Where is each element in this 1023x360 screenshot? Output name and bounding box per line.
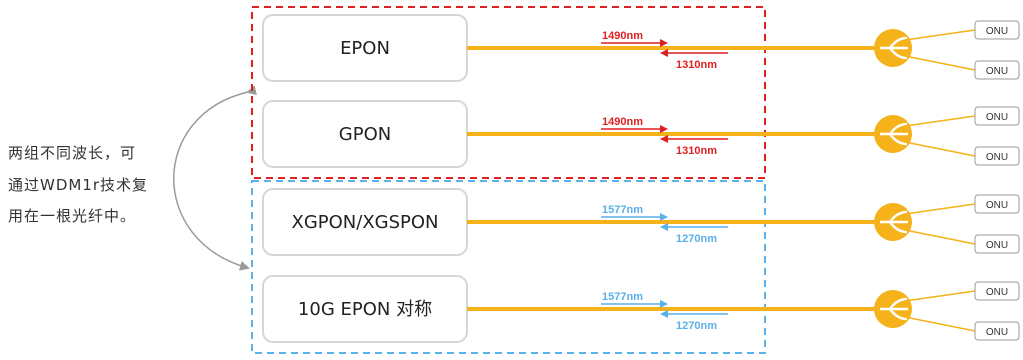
branch-fiber [904,141,976,157]
branch-fiber [904,29,976,41]
pon-type-label: EPON [340,38,390,59]
onu-box [974,234,1020,254]
upstream-wavelength-label: 1310nm [676,145,717,157]
onu-box [974,20,1020,40]
onu-label: ONU [986,26,1008,37]
onu-label: ONU [986,240,1008,251]
branch-fiber [904,55,976,71]
note-line-2: 通过WDM1r技术复 [8,176,148,194]
onu-label: ONU [986,200,1008,211]
upstream-wavelength-label: 1270nm [676,233,717,245]
group-2-frame [251,180,766,354]
downstream-wavelength-label: 1490nm [602,30,643,42]
splitter-icon [874,203,912,241]
branch-fiber [904,229,976,245]
splitter-icon [874,29,912,67]
annotation-note: 两组不同波长，可 通过WDM1r技术复 用在一根光纤中。 [8,144,148,225]
pon-rows: EPON1490nm1310nmONUONUGPON1490nm1310nmON… [262,14,1020,343]
pon-type-label: GPON [339,124,391,145]
curved-arrow-icon [173,85,257,271]
splitter-icon [874,115,912,153]
onu-label: ONU [986,327,1008,338]
onu-box [974,106,1020,126]
onu-label: ONU [986,152,1008,163]
onu-box [974,281,1020,301]
onu-label: ONU [986,287,1008,298]
onu-label: ONU [986,112,1008,123]
note-line-3: 用在一根光纤中。 [8,207,136,225]
upstream-wavelength-label: 1270nm [676,320,717,332]
splitter-icon [874,290,912,328]
branch-fiber [904,115,976,127]
group-1-frame [251,6,766,179]
onu-box [974,60,1020,80]
downstream-wavelength-label: 1577nm [602,291,643,303]
pon-type-label: XGPON/XGSPON [291,212,438,233]
downstream-wavelength-label: 1490nm [602,116,643,128]
onu-box [974,321,1020,341]
downstream-wavelength-label: 1577nm [602,204,643,216]
branch-fiber [904,203,976,215]
branch-fiber [904,316,976,332]
onu-label: ONU [986,66,1008,77]
onu-box [974,146,1020,166]
note-line-1: 两组不同波长，可 [8,144,136,162]
upstream-wavelength-label: 1310nm [676,59,717,71]
branch-fiber [904,290,976,302]
onu-box [974,194,1020,214]
pon-type-label: 10G EPON 对称 [298,299,432,320]
